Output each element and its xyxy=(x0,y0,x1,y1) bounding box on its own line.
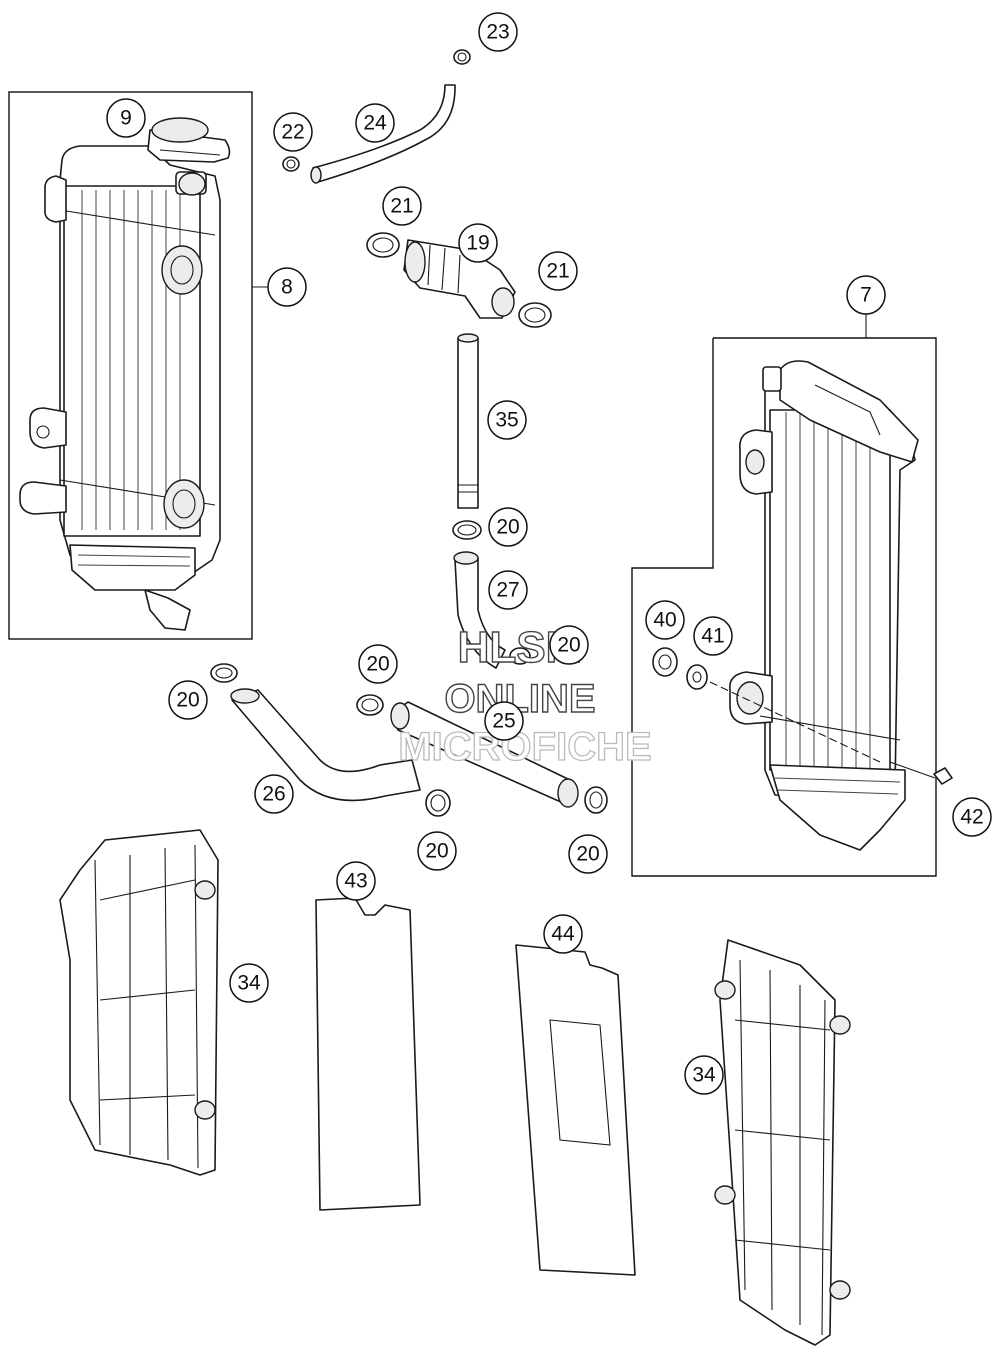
radiator-mesh-44 xyxy=(515,944,636,1276)
bolt-42 xyxy=(889,761,953,785)
hose-24 xyxy=(310,84,456,184)
callout-19: 19 xyxy=(458,223,498,263)
callout-40: 40 xyxy=(645,600,685,640)
clamp-21-left xyxy=(366,232,400,258)
grommet-40 xyxy=(652,647,678,677)
callout-20-hose25-label: 20 xyxy=(366,653,389,676)
callout-27-label: 27 xyxy=(496,579,519,602)
callout-24-label: 24 xyxy=(363,112,387,135)
clamp-20-hose25-left xyxy=(356,694,384,716)
callout-35: 35 xyxy=(487,400,527,440)
callout-34-right: 34 xyxy=(684,1055,724,1095)
callout-23-label: 23 xyxy=(486,21,509,44)
callout-21-right-label: 21 xyxy=(546,260,569,283)
clamp-20-bottom xyxy=(509,647,531,665)
clamp-20-pipe xyxy=(452,520,482,540)
callout-44: 44 xyxy=(543,914,583,954)
pipe-35 xyxy=(457,333,479,509)
callout-25: 25 xyxy=(484,701,524,741)
callout-20-watermark: 20 xyxy=(549,625,589,665)
right-radiator xyxy=(729,360,919,851)
callout-22-label: 22 xyxy=(281,121,304,144)
callout-20-pipe-label: 20 xyxy=(496,516,519,539)
callout-20-bottom-left: 20 xyxy=(417,831,457,871)
callout-27: 27 xyxy=(488,570,528,610)
callout-9-label: 9 xyxy=(120,107,132,130)
callout-34-left-label: 34 xyxy=(237,972,261,995)
watermark-line3: MICROFICHE xyxy=(398,725,651,769)
hose-27 xyxy=(453,551,506,669)
clamp-22 xyxy=(282,156,300,172)
callout-20-hose26-label: 20 xyxy=(176,689,199,712)
callout-8-label: 8 xyxy=(281,276,293,299)
callout-21-left: 21 xyxy=(382,186,422,226)
callout-42: 42 xyxy=(952,797,992,837)
radiator-shroud-right xyxy=(714,939,851,1346)
callout-20-bottom-right: 20 xyxy=(568,834,608,874)
clamp-20-hose25-right xyxy=(584,786,608,814)
washer-41 xyxy=(686,664,708,690)
hose-26 xyxy=(230,688,421,802)
callout-43: 43 xyxy=(336,861,376,901)
callout-20-bottom-left-label: 20 xyxy=(425,840,448,863)
radiator-cap xyxy=(147,117,231,163)
callout-20-hose25: 20 xyxy=(358,644,398,684)
callout-21-right: 21 xyxy=(538,251,578,291)
watermark: HLSM ONLINE MICROFICHE xyxy=(398,622,653,769)
left-radiator-group-box xyxy=(8,91,253,640)
right-radiator-group-box xyxy=(631,337,937,877)
callout-40-label: 40 xyxy=(653,609,676,632)
radiator-shroud-left xyxy=(59,829,219,1176)
callout-34-right-label: 34 xyxy=(692,1064,716,1087)
callout-23: 23 xyxy=(478,12,518,52)
assembly-line xyxy=(709,681,881,763)
callout-20-pipe: 20 xyxy=(488,507,528,547)
callout-24: 24 xyxy=(355,103,395,143)
callout-26-label: 26 xyxy=(262,783,285,806)
callout-43-label: 43 xyxy=(344,870,367,893)
callout-21-left-label: 21 xyxy=(390,195,413,218)
callout-8: 8 xyxy=(267,267,307,307)
thermostat-housing xyxy=(403,239,516,319)
callout-34-left: 34 xyxy=(229,963,269,1003)
callout-26: 26 xyxy=(254,774,294,814)
callout-41-label: 41 xyxy=(701,625,724,648)
clamp-21-right xyxy=(518,302,552,328)
callout-19-label: 19 xyxy=(466,232,489,255)
callout-20-hose26: 20 xyxy=(168,680,208,720)
clamp-20-hose26-top xyxy=(210,663,238,683)
radiator-mesh-43 xyxy=(315,897,421,1211)
callout-7: 7 xyxy=(846,275,886,315)
callout-7-label: 7 xyxy=(860,284,872,307)
callout-22: 22 xyxy=(273,112,313,152)
callout-35-label: 35 xyxy=(495,409,518,432)
clamp-20-hose26-bottom xyxy=(425,789,451,817)
callout-9: 9 xyxy=(106,98,146,138)
callout-41: 41 xyxy=(693,616,733,656)
callout-20-bottom-right-label: 20 xyxy=(576,843,599,866)
callout-25-label: 25 xyxy=(492,710,515,733)
callout-44-label: 44 xyxy=(551,923,575,946)
callout-20-watermark-label: 20 xyxy=(557,634,580,657)
callout-42-label: 42 xyxy=(960,806,983,829)
hose-25 xyxy=(390,701,579,808)
clamp-23 xyxy=(453,49,471,65)
left-radiator xyxy=(19,145,221,631)
